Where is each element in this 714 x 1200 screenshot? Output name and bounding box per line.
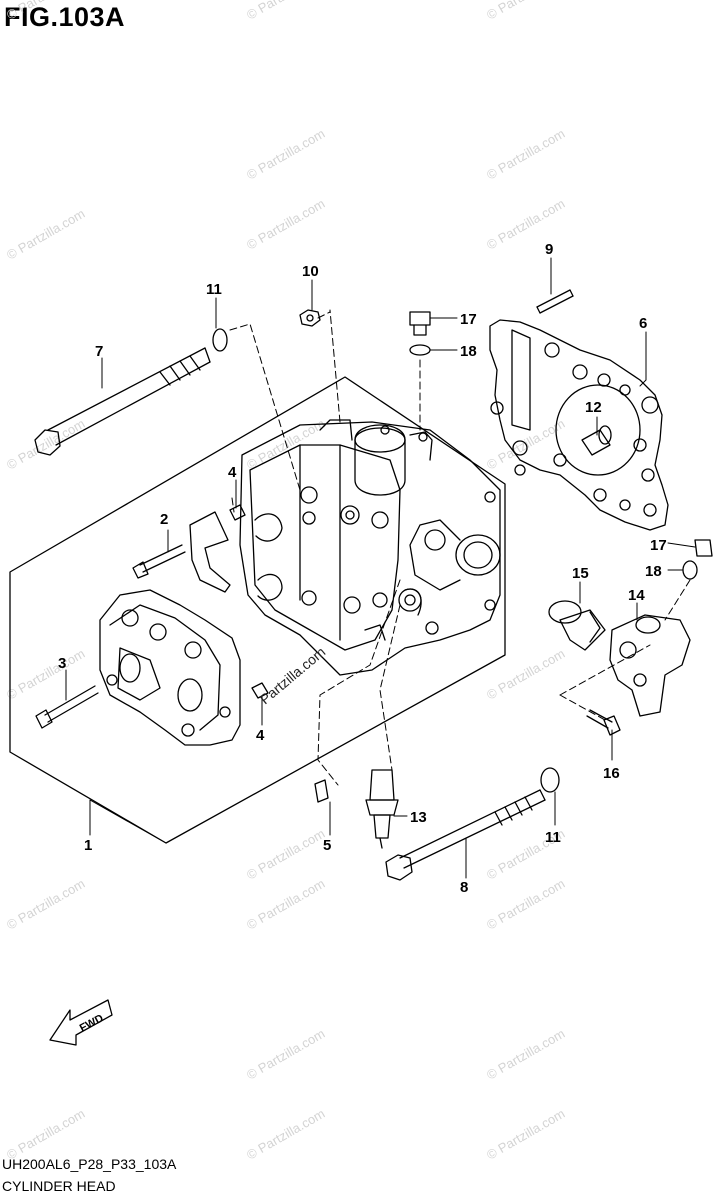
bolt-17-top-drawing	[409, 311, 431, 336]
callout-6: 6	[639, 315, 647, 332]
callout-17a: 17	[460, 311, 477, 328]
watermark-text: © Partzilla.com	[484, 1106, 567, 1163]
assembly-lines	[229, 309, 691, 786]
cylinder-head-drawing	[239, 419, 501, 676]
callout-15: 15	[572, 565, 589, 582]
stud-drawing	[536, 289, 574, 314]
leader-lines	[65, 257, 696, 879]
callout-14: 14	[628, 587, 645, 604]
watermark-text: © Partzilla.com	[484, 1026, 567, 1083]
gasket-drawing	[489, 319, 669, 531]
watermark-text: © Partzilla.com	[484, 126, 567, 183]
callout-8: 8	[460, 879, 468, 896]
watermark-text: © Partzilla.com	[4, 206, 87, 263]
dowel-4-top	[229, 504, 246, 521]
callout-12: 12	[585, 399, 602, 416]
washer-11-top	[212, 328, 228, 352]
bolt-16-drawing	[586, 709, 621, 736]
dowel-4-bottom	[251, 682, 269, 699]
washer-18-right	[682, 560, 698, 580]
spark-plug-drawing	[365, 769, 399, 849]
callout-3: 3	[58, 655, 66, 672]
watermark-text: © Partzilla.com	[244, 0, 327, 23]
assembly-boundary	[9, 376, 506, 844]
figure-name: CYLINDER HEAD	[2, 1178, 116, 1194]
callout-5: 5	[323, 837, 331, 854]
cam-holder-drawing	[99, 589, 241, 746]
watermark-text: © Partzilla.com	[484, 196, 567, 253]
callout-4b: 4	[256, 727, 265, 744]
watermark-text: © Partzilla.com	[4, 646, 87, 703]
callout-2: 2	[160, 511, 168, 528]
callout-18b: 18	[645, 563, 662, 580]
watermark-text: © Partzilla.com	[244, 126, 327, 183]
thermostat-drawing	[548, 600, 606, 651]
thermostat-cover-drawing	[609, 614, 691, 717]
watermark-layer: © Partzilla.com© Partzilla.com© Partzill…	[4, 0, 567, 1163]
callout-11b: 11	[545, 829, 561, 846]
callout-18a: 18	[460, 343, 477, 360]
watermark-text: © Partzilla.com	[484, 0, 567, 23]
callout-17b: 17	[650, 537, 667, 554]
long-bolt-7-drawing	[34, 347, 211, 456]
callout-9: 9	[545, 241, 553, 258]
watermark-text: © Partzilla.com	[4, 0, 87, 23]
callout-10: 10	[302, 263, 319, 280]
watermark-text: © Partzilla.com	[244, 1106, 327, 1163]
dowel-5-drawing	[314, 779, 329, 803]
bolt-17-right-drawing	[694, 539, 713, 557]
washer-18-top	[409, 344, 431, 356]
watermark-text: © Partzilla.com	[244, 196, 327, 253]
watermark-text: © Partzilla.com	[244, 1026, 327, 1083]
long-bolt-8-drawing	[385, 789, 546, 881]
callout-4a: 4	[228, 464, 237, 481]
fwd-arrow-icon	[49, 999, 113, 1046]
callout-1: 1	[84, 837, 92, 854]
watermark-text: © Partzilla.com	[244, 826, 327, 883]
callout-13: 13	[410, 809, 427, 826]
clamp-drawing	[189, 511, 231, 593]
watermark-text: © Partzilla.com	[4, 876, 87, 933]
washer-11-bottom	[540, 767, 560, 793]
watermark-text: © Partzilla.com	[484, 646, 567, 703]
figure-title: FIG.103A	[4, 2, 126, 32]
pipe-drawing	[581, 425, 612, 456]
figure-code: UH200AL6_P28_P33_103A	[2, 1156, 177, 1172]
watermark-text: © Partzilla.com	[244, 876, 327, 933]
watermark-text: © Partzilla.com	[4, 416, 87, 473]
callout-11a: 11	[206, 281, 222, 298]
callout-16: 16	[603, 765, 620, 782]
callout-7: 7	[95, 343, 103, 360]
watermark-text: © Partzilla.com	[4, 1106, 87, 1163]
center-watermark: Partzilla.com	[257, 644, 329, 708]
nut-drawing	[299, 309, 321, 327]
bolt-3-drawing	[35, 685, 99, 729]
bolt-2-drawing	[132, 544, 186, 579]
watermark-text: © Partzilla.com	[484, 876, 567, 933]
fwd-label: FWD	[78, 1012, 106, 1034]
